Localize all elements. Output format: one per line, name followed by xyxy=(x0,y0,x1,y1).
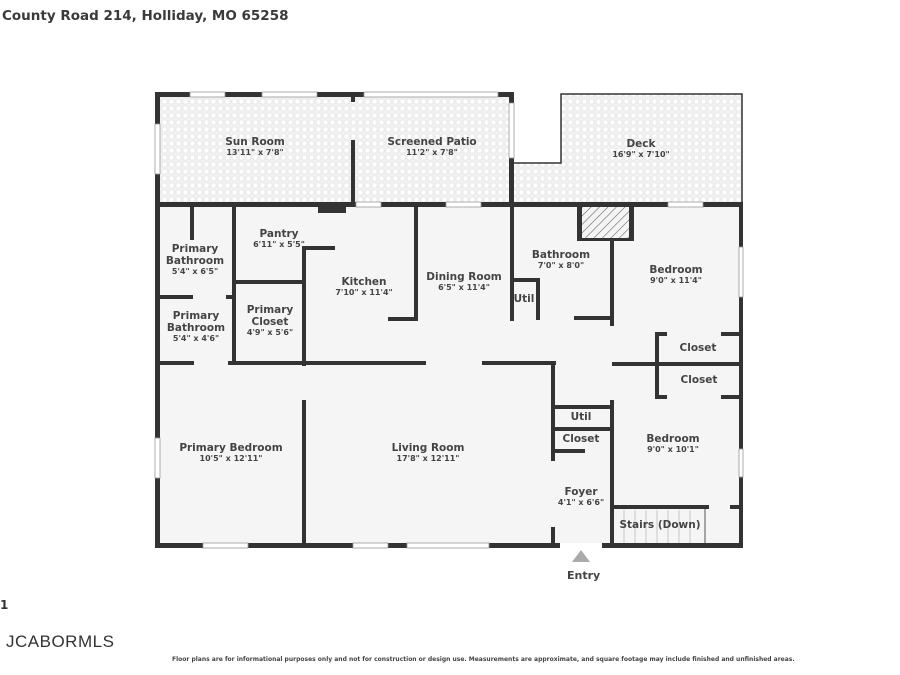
entry-arrow-icon xyxy=(572,550,590,562)
logo: JCABORMLS xyxy=(6,632,115,651)
sun-room-floor xyxy=(158,95,353,205)
windows xyxy=(154,91,744,549)
room-closet-1: Closet xyxy=(679,342,717,354)
page-number: 1 xyxy=(0,598,9,612)
entry-label: Entry xyxy=(567,569,601,582)
stairs-treads xyxy=(623,510,691,543)
room-closet-3: Closet xyxy=(562,433,600,445)
room-util-1: Util xyxy=(513,293,535,305)
disclaimer: Floor plans are for informational purpos… xyxy=(172,656,795,663)
screened-patio-floor xyxy=(353,95,511,205)
room-stairs: Stairs (Down) xyxy=(619,519,701,531)
room-closet-2: Closet xyxy=(680,374,718,386)
chimney xyxy=(582,207,629,238)
address-title: County Road 214, Holliday, MO 65258 xyxy=(2,8,289,24)
room-util-2: Util xyxy=(570,411,592,423)
interior-floor xyxy=(158,205,740,545)
